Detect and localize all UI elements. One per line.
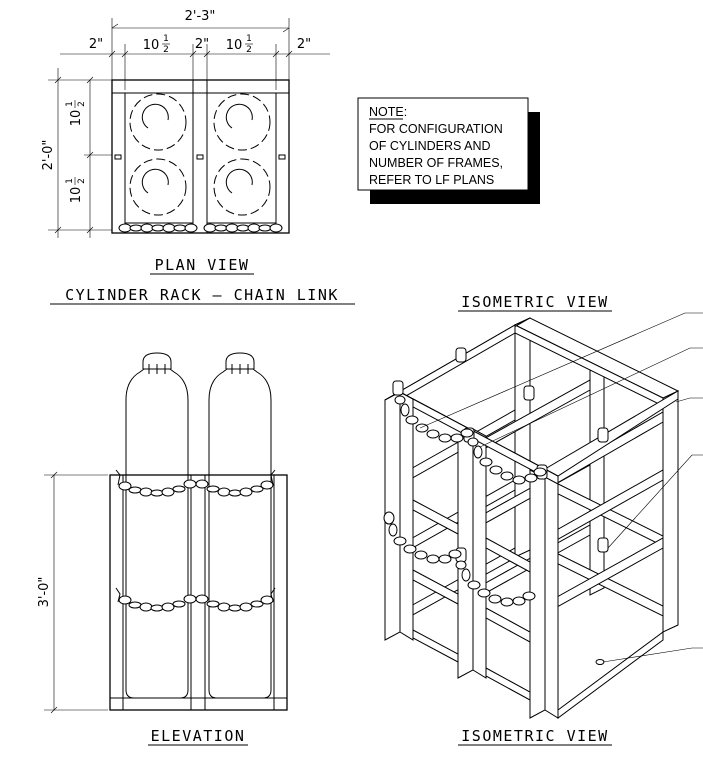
overall-width-label: 2'-3": [185, 9, 216, 24]
note-line: REFER TO LF PLANS: [369, 173, 494, 187]
svg-text:10: 10: [69, 110, 84, 127]
note-line: FOR CONFIGURATION: [369, 122, 503, 136]
svg-text:2: 2: [163, 45, 169, 55]
svg-text:2: 2: [77, 178, 87, 184]
svg-text:10: 10: [226, 38, 243, 53]
svg-text:2: 2: [246, 45, 252, 55]
plan-view-title: PLAN VIEW: [155, 256, 250, 274]
depth-half2-dim: 10 1 2: [65, 177, 87, 203]
plan-chain: [118, 223, 283, 233]
iso-chain-lower: [383, 511, 536, 607]
depth-label: 2'-0": [41, 140, 56, 171]
iso-chain-upper: [394, 395, 547, 485]
bay1-dim: 10 1 2: [143, 34, 170, 55]
plan-cylinder: [129, 158, 187, 216]
iso-leaders: [419, 312, 703, 663]
svg-text:10: 10: [69, 187, 84, 204]
elevation-title: ELEVATION: [151, 727, 246, 745]
plan-dimensions: 2'-3" 2" 10 1 2 2" 10 1: [41, 9, 330, 238]
height-dim-label: 3'-0": [37, 577, 52, 608]
elevation-cylinder: [125, 352, 189, 475]
plan-cylinder: [129, 93, 187, 151]
isometric-view: ISOMETRIC VIEW: [383, 293, 703, 746]
note-heading: NOTE: [369, 105, 404, 119]
plan-cylinders: [129, 93, 271, 216]
svg-text:1: 1: [65, 178, 75, 184]
elevation-chain-upper: [115, 469, 276, 497]
svg-text:NOTE:: NOTE:: [369, 105, 407, 119]
elevation-chain-lower: [115, 587, 276, 612]
plan-cylinder: [213, 93, 271, 151]
bay2-dim: 10 1 2: [226, 34, 253, 55]
svg-text:1: 1: [246, 34, 252, 44]
note-colon: :: [404, 105, 407, 119]
svg-text:1: 1: [65, 101, 75, 107]
mid-gap-label: 2": [195, 37, 209, 52]
iso-top-title: ISOMETRIC VIEW: [461, 293, 608, 311]
svg-text:10: 10: [143, 38, 160, 53]
svg-text:1: 1: [163, 34, 169, 44]
elevation-view: 3'-0": [37, 352, 288, 746]
left-gap-label: 2": [89, 37, 103, 52]
iso-bottom-title: ISOMETRIC VIEW: [461, 727, 608, 745]
iso-front-frame: [384, 390, 679, 719]
right-gap-label: 2": [297, 37, 311, 52]
plan-view: 2'-3" 2" 10 1 2 2" 10 1: [41, 9, 355, 305]
plan-cylinder: [213, 158, 271, 216]
note-line: NUMBER OF FRAMES,: [369, 156, 503, 170]
note-box: NOTE: FOR CONFIGURATION OF CYLINDERS AND…: [357, 97, 540, 204]
elevation-frame: [109, 474, 288, 711]
depth-half1-dim: 10 1 2: [65, 100, 87, 126]
note-line: OF CYLINDERS AND: [369, 139, 491, 153]
elevation-cylinder: [208, 352, 272, 475]
rack-title: CYLINDER RACK — CHAIN LINK: [65, 286, 339, 304]
plan-frame: [111, 79, 290, 234]
svg-text:2: 2: [77, 101, 87, 107]
